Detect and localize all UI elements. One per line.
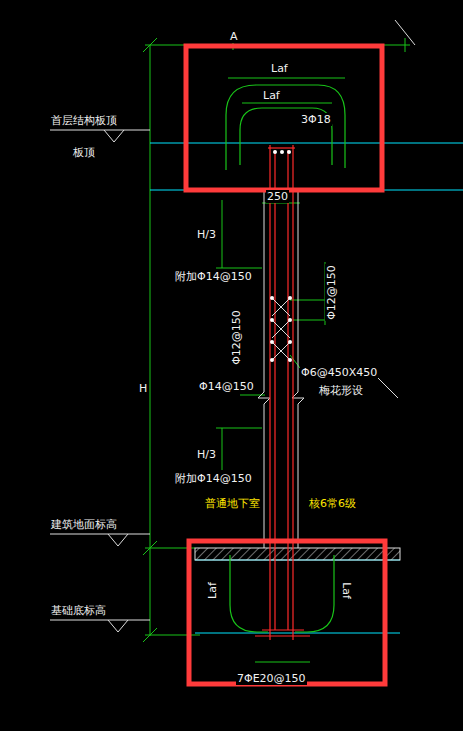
anchorage-bars [226,85,345,632]
wall-outline [258,20,415,548]
drawing-label: 附加Φ14@150 [174,270,253,283]
highlight-box [186,46,385,684]
drawing-label: 7ΦE20@150 [236,672,307,685]
drawing-label: H/3 [196,228,217,241]
drawing-label: Φ6@450X450 [300,366,378,379]
wall-rebar [255,145,310,640]
drawing-label: 基础底标高 [50,604,107,617]
floor-hatch [195,548,400,560]
bar-dots [273,150,291,154]
drawing-label: 梅花形设 [318,384,364,397]
tie-dots [270,296,292,362]
tie-bars [272,298,290,360]
level-markers [50,130,150,632]
drawing-label: H [138,382,148,395]
drawing-label: Φ14@150 [198,380,255,393]
drawing-label: 3Φ18 [300,113,332,126]
drawing-label: 核6常6级 [308,497,357,510]
drawing-label: 普通地下室 [204,497,261,510]
drawing-label: Laf [270,62,289,75]
vertical-label: Laf [340,581,353,600]
drawing-label: 建筑地面标高 [50,518,118,531]
vertical-label: Laf [206,581,219,600]
drawing-label: H/3 [196,448,217,461]
drawing-label: 250 [266,190,289,203]
drawing-label: 首层结构板顶 [50,114,118,127]
slab-lines [150,143,463,633]
vertical-label: Φ12@150 [230,309,243,366]
drawing-label: 板顶 [72,146,96,159]
drawing-label: Laf [262,89,281,102]
dimension-lines [143,38,410,662]
drawing-label: A [229,30,239,43]
drawing-label: 附加Φ14@150 [174,472,253,485]
vertical-label: Φ12@150 [325,264,338,321]
